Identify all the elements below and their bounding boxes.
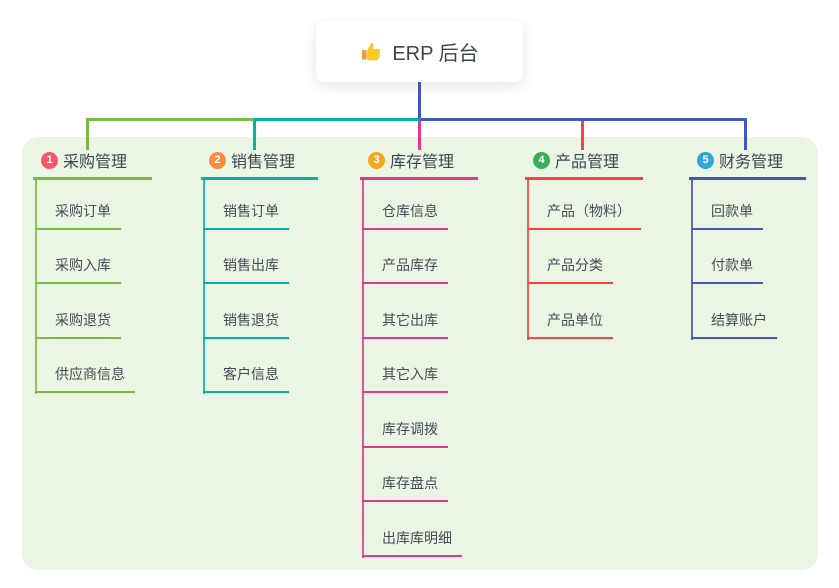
branch-badge: 3 xyxy=(368,151,385,169)
branch-node-4[interactable]: 4 产品管理 xyxy=(525,148,643,180)
root-node[interactable]: ERP 后台 xyxy=(316,21,523,82)
child-node[interactable]: 销售订单 xyxy=(203,201,289,230)
child-node[interactable]: 采购退货 xyxy=(35,310,121,339)
branch-label: 库存管理 xyxy=(390,154,455,171)
connector-trunk-mid xyxy=(252,118,420,121)
root-label: ERP 后台 xyxy=(392,43,479,65)
connector-branch-drop-4 xyxy=(581,121,584,150)
branch-node-1[interactable]: 1 采购管理 xyxy=(33,148,152,180)
child-node[interactable]: 产品分类 xyxy=(527,255,613,284)
connector-branch-drop-5 xyxy=(744,121,747,150)
connector-branch-drop-3 xyxy=(418,121,421,150)
child-node[interactable]: 库存盘点 xyxy=(362,473,448,502)
child-node[interactable]: 仓库信息 xyxy=(362,201,448,230)
connector-trunk-left xyxy=(86,118,254,121)
branch-children-line xyxy=(203,178,205,394)
connector-branch-drop-2 xyxy=(253,121,256,150)
child-node[interactable]: 付款单 xyxy=(691,255,763,284)
child-node[interactable]: 客户信息 xyxy=(203,364,289,393)
child-node[interactable]: 采购订单 xyxy=(35,201,121,230)
child-node[interactable]: 采购入库 xyxy=(35,255,121,284)
branch-badge: 5 xyxy=(697,151,714,169)
branch-label: 采购管理 xyxy=(63,154,128,171)
child-node[interactable]: 产品（物料） xyxy=(527,201,641,230)
branch-label: 销售管理 xyxy=(231,154,296,171)
child-node[interactable]: 产品库存 xyxy=(362,255,448,284)
child-node[interactable]: 供应商信息 xyxy=(35,364,135,393)
child-node[interactable]: 库存调拨 xyxy=(362,419,448,448)
child-node[interactable]: 其它出库 xyxy=(362,310,448,339)
branch-children-line xyxy=(691,178,693,340)
connector-branch-drop-1 xyxy=(86,121,89,150)
branch-node-5[interactable]: 5 财务管理 xyxy=(689,148,806,180)
branch-children-line xyxy=(35,178,37,394)
branch-label: 财务管理 xyxy=(719,154,784,171)
branch-badge: 1 xyxy=(41,151,58,169)
branch-badge: 2 xyxy=(209,151,226,169)
branch-node-2[interactable]: 2 销售管理 xyxy=(201,148,318,180)
child-node[interactable]: 出库库明细 xyxy=(362,528,462,557)
branch-children-line xyxy=(362,178,364,558)
thumbs-up-icon xyxy=(362,42,381,61)
connector-trunk-right xyxy=(418,118,747,121)
child-node[interactable]: 结算账户 xyxy=(691,310,777,339)
branch-children-line xyxy=(527,178,529,340)
branches-panel xyxy=(22,137,818,570)
child-node[interactable]: 产品单位 xyxy=(527,310,613,339)
child-node[interactable]: 销售退货 xyxy=(203,310,289,339)
branch-label: 产品管理 xyxy=(555,154,620,171)
branch-badge: 4 xyxy=(533,151,550,169)
child-node[interactable]: 其它入库 xyxy=(362,364,448,393)
connector-root-drop xyxy=(417,82,421,121)
branch-node-3[interactable]: 3 库存管理 xyxy=(360,148,478,180)
child-node[interactable]: 回款单 xyxy=(691,201,763,230)
child-node[interactable]: 销售出库 xyxy=(203,255,289,284)
